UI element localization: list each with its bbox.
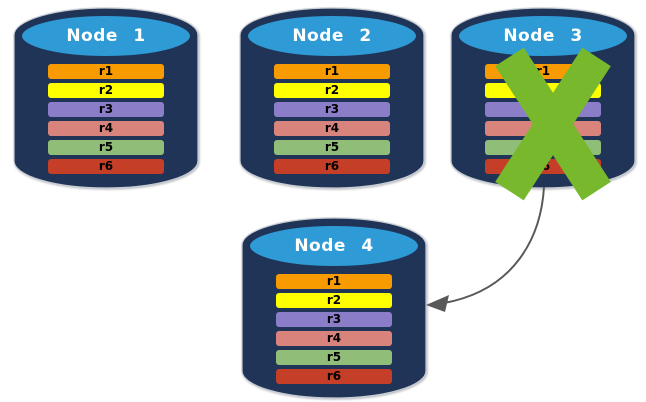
- row-r2: r2: [276, 293, 392, 308]
- cylinder-top: [248, 224, 420, 268]
- arrow-head: [426, 295, 449, 312]
- row-r4: r4: [276, 331, 392, 346]
- row-r3: r3: [274, 102, 390, 117]
- arrow-curve: [443, 186, 545, 304]
- row-r3: r3: [48, 102, 164, 117]
- node-title: Node 2: [292, 26, 372, 46]
- row-r1: r1: [48, 64, 164, 79]
- node-4: Node 4 r1 r2 r3 r4 r5 r6: [241, 216, 427, 400]
- row-list: r1 r2 r3 r4 r5 r6: [274, 64, 390, 174]
- cylinder-top: [457, 14, 629, 58]
- row-r4: r4: [48, 121, 164, 136]
- node-1: Node 1 r1 r2 r3 r4 r5 r6: [13, 6, 199, 190]
- row-r3: r3: [276, 312, 392, 327]
- row-r1: r1: [276, 274, 392, 289]
- row-r6: r6: [276, 369, 392, 384]
- row-r5: r5: [276, 350, 392, 365]
- row-r2: r2: [274, 83, 390, 98]
- row-r5: r5: [48, 140, 164, 155]
- cylinder-top: [246, 14, 418, 58]
- row-r5: r5: [274, 140, 390, 155]
- node-title: Node 3: [503, 26, 583, 46]
- row-r1: r1: [274, 64, 390, 79]
- row-list: r1 r2 r3 r4 r5 r6: [276, 274, 392, 384]
- cylinder-top: [20, 14, 192, 58]
- node-title: Node 4: [294, 236, 374, 256]
- row-r2: r2: [48, 83, 164, 98]
- x-mark-bar: [495, 47, 611, 201]
- row-r6: r6: [48, 159, 164, 174]
- node-title: Node 1: [66, 26, 146, 46]
- row-r4: r4: [274, 121, 390, 136]
- x-mark-icon: [495, 47, 611, 201]
- row-list: r1 r2 r3 r4 r5 r6: [48, 64, 164, 174]
- row-r6: r6: [274, 159, 390, 174]
- node-3-failed: Node 3 r1 r2 r3 r4 r5 r6: [450, 6, 636, 201]
- node-2: Node 2 r1 r2 r3 r4 r5 r6: [239, 6, 425, 190]
